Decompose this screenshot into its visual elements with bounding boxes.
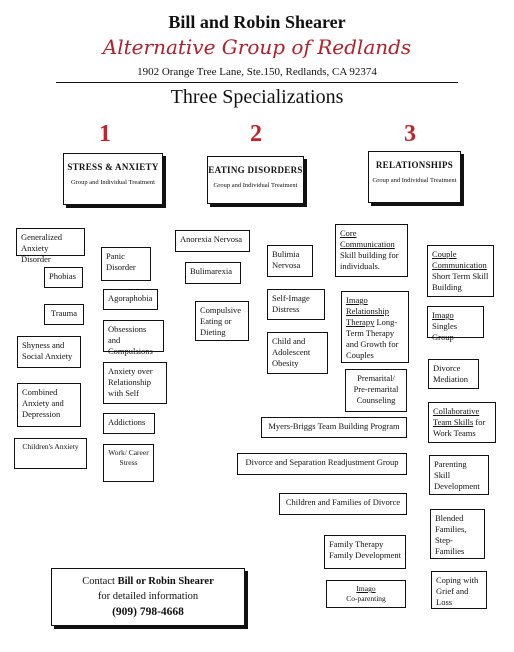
topic-parenting: Parenting Skill Development xyxy=(429,455,489,495)
topic-work-stress: Work/ Career Stress xyxy=(103,444,154,482)
page-title: Bill and Robin Shearer xyxy=(168,12,346,32)
contact-prefix: Contact xyxy=(82,576,115,587)
topic-children-divorce: Children and Families of Divorce xyxy=(279,493,407,515)
imago-relationship-link[interactable]: Imago Relationship Therapy xyxy=(346,295,389,328)
topic-addictions: Addictions xyxy=(103,413,155,434)
contact-box: Contact Bill or Robin Shearer for detail… xyxy=(51,568,245,626)
topic-coping-grief: Coping with Grief and Loss xyxy=(431,571,487,609)
heading-stress-anxiety: STRESS & ANXIETY Group and Individual Tr… xyxy=(63,153,163,205)
topic-myers-briggs: Myers-Briggs Team Building Program xyxy=(261,417,407,438)
topic-divorce-group: Divorce and Separation Readjustment Grou… xyxy=(237,453,407,475)
topic-bulimarexia: Bulimarexia xyxy=(185,262,241,284)
heading-relationships-sub: Group and Individual Treatment xyxy=(372,177,457,184)
topic-combined-anxiety: Combined Anxiety and Depression xyxy=(17,383,81,427)
heading-eating-disorders-sub: Group and Individual Treatment xyxy=(213,182,298,189)
collaborative-text: for Work Teams xyxy=(433,417,486,439)
topic-divorce-mediation: Divorce Mediation xyxy=(428,359,479,389)
specializations-heading: Three Specializations xyxy=(170,86,344,108)
heading-stress-anxiety-sub: Group and Individual Treatment xyxy=(71,179,155,186)
topic-shyness: Shyness and Social Anxiety xyxy=(17,336,81,368)
column-number-1: 1 xyxy=(99,121,111,147)
heading-eating-disorders: EATING DISORDERS Group and Individual Tr… xyxy=(207,156,304,204)
topic-childrens-anxiety: Children's Anxiety xyxy=(14,438,87,469)
topic-imago-relationship: Imago Relationship Therapy Long-Term The… xyxy=(341,291,409,363)
topic-generalized-anxiety: Generalized Anxiety Disorder xyxy=(16,228,85,264)
couple-communication-link[interactable]: Couple Communication xyxy=(432,249,487,271)
collaborative-link[interactable]: Collaborative Team Skills xyxy=(433,406,480,428)
topic-self-image: Self-Image Distress xyxy=(267,289,325,320)
couple-communication-text: Short Term Skill Building xyxy=(432,271,489,293)
heading-relationships-title: RELATIONSHIPS xyxy=(375,160,454,170)
imago-coparenting-text: Co-parenting xyxy=(346,593,386,603)
imago-relationship-text: Long-Term Therapy and Growth for Couples xyxy=(346,317,399,361)
contact-info-line: for detailed information xyxy=(97,591,199,603)
topic-imago-singles: Imago Singles Group xyxy=(427,306,484,342)
column-number-3: 3 xyxy=(404,121,416,147)
topic-collaborative: Collaborative Team Skills for Work Teams xyxy=(428,402,496,443)
topic-panic-disorder: Panic Disorder xyxy=(101,247,151,281)
heading-stress-anxiety-title: STRESS & ANXIETY xyxy=(67,162,159,172)
contact-name: Bill or Robin Shearer xyxy=(117,576,214,587)
topic-blended-families: Blended Families, Step-Families xyxy=(430,509,485,559)
core-communication-link[interactable]: Core Communication xyxy=(340,228,395,250)
topic-couple-communication: Couple Communication Short Term Skill Bu… xyxy=(427,245,494,297)
topic-family-therapy: Family Therapy Family Development xyxy=(324,535,406,569)
heading-eating-disorders-title: EATING DISORDERS xyxy=(208,165,303,175)
topic-agoraphobia: Agoraphobia xyxy=(103,289,158,310)
organization-name: Alternative Group of Redlands xyxy=(102,35,412,59)
header-divider xyxy=(56,82,458,83)
heading-relationships: RELATIONSHIPS Group and Individual Treat… xyxy=(368,151,461,203)
topic-child-obesity: Child and Adolescent Obesity xyxy=(267,332,328,374)
topic-anorexia: Anorexia Nervosa xyxy=(175,230,250,252)
imago-singles-link[interactable]: Imago xyxy=(432,310,454,320)
topic-compulsive-eating: Compulsive Eating or Dieting xyxy=(195,301,249,341)
imago-coparenting-link[interactable]: Imago xyxy=(356,584,376,593)
topic-phobias: Phobias xyxy=(44,267,83,288)
contact-line: Contact Bill or Robin Shearer xyxy=(52,574,244,589)
address: 1902 Orange Tree Lane, Ste.150, Redlands… xyxy=(137,66,377,78)
topic-bulimia: Bulimia Nervosa xyxy=(267,245,313,277)
topic-imago-coparenting: Imago Co-parenting xyxy=(326,580,406,608)
topic-obsessions: Obsessions and Compulsions xyxy=(103,320,164,356)
imago-singles-text: Singles Group xyxy=(432,321,458,343)
topic-premarital: Premarital/ Pre-remarital Counseling xyxy=(345,369,407,412)
core-communication-text: Skill building for individuals. xyxy=(340,250,399,272)
column-number-2: 2 xyxy=(250,121,262,147)
topic-trauma: Trauma xyxy=(44,304,84,325)
contact-phone[interactable]: (909) 798-4668 xyxy=(112,606,184,619)
topic-core-communication: Core Communication Skill building for in… xyxy=(335,224,408,277)
topic-anxiety-self: Anxiety over Relationship with Self xyxy=(103,362,167,404)
